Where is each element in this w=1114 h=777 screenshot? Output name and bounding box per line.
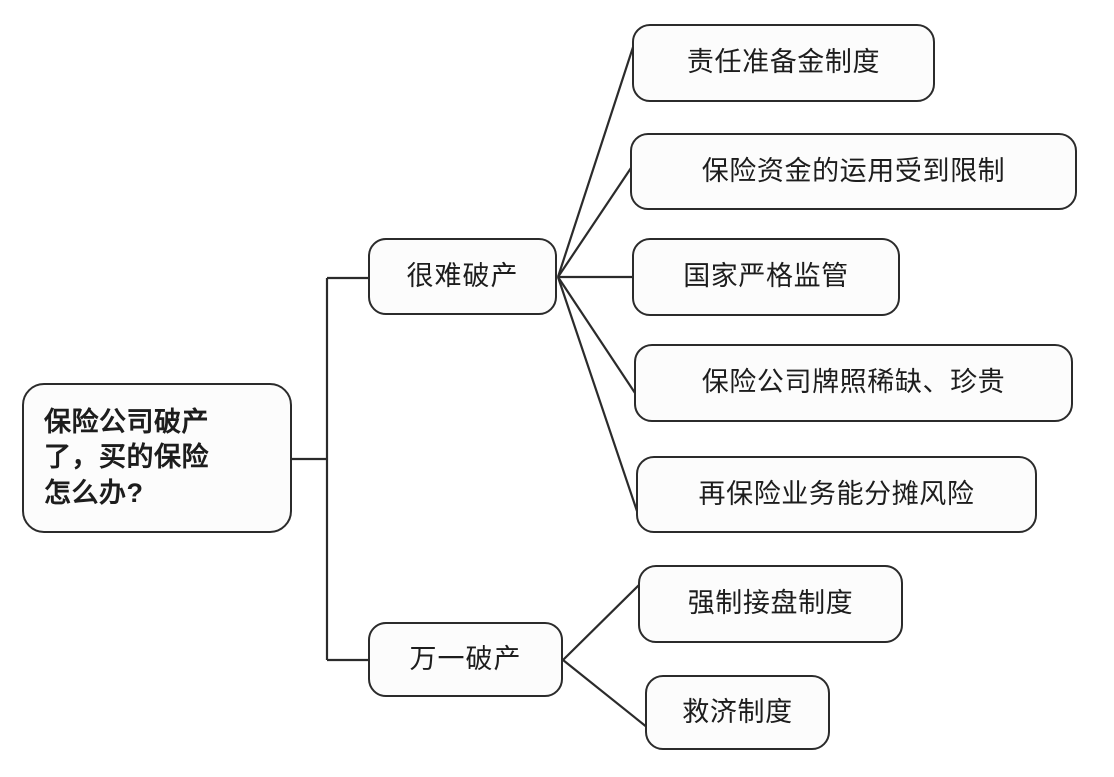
edge-branch1-leaf5 [556,276,642,521]
leaf-node-label: 再保险业务能分摊风险 [698,478,975,509]
leaf-node-label: 强制接盘制度 [687,588,854,619]
leaf-node-reinsurance-risk-sharing[interactable]: 再保险业务能分摊风险 [636,456,1037,533]
leaf-node-reserve-system[interactable]: 责任准备金制度 [632,24,935,102]
leaf-node-fund-use-restricted[interactable]: 保险资金的运用受到限制 [630,133,1077,210]
leaf-node-license-scarce[interactable]: 保险公司牌照稀缺、珍贵 [634,344,1073,422]
edge-branch1-leaf2 [557,164,634,278]
leaf-node-label: 国家严格监管 [683,261,849,292]
branch-node-if-bankrupt[interactable]: 万一破产 [368,622,563,697]
leaf-node-mandatory-takeover[interactable]: 强制接盘制度 [638,565,903,643]
edge-branch1-leaf4 [557,276,638,397]
branch-node-label: 万一破产 [409,643,522,674]
leaf-node-strict-supervision[interactable]: 国家严格监管 [632,238,900,316]
branch-node-hard-to-bankrupt[interactable]: 很难破产 [368,238,557,315]
root-node-label: 保险公司破产 了，买的保险 怎么办? [44,406,209,508]
branch-node-label: 很难破产 [406,260,519,291]
root-node[interactable]: 保险公司破产 了，买的保险 怎么办? [22,383,292,533]
leaf-node-label: 保险公司牌照稀缺、珍贵 [701,367,1006,398]
edge-branch1-leaf1 [556,37,638,278]
edge-branch2-leaf2 [562,659,649,729]
leaf-node-label: 救济制度 [682,696,793,727]
leaf-node-relief-system[interactable]: 救济制度 [645,675,830,750]
leaf-node-label: 保险资金的运用受到限制 [701,155,1006,186]
edge-branch2-leaf1 [562,582,642,661]
leaf-node-label: 责任准备金制度 [686,47,881,78]
